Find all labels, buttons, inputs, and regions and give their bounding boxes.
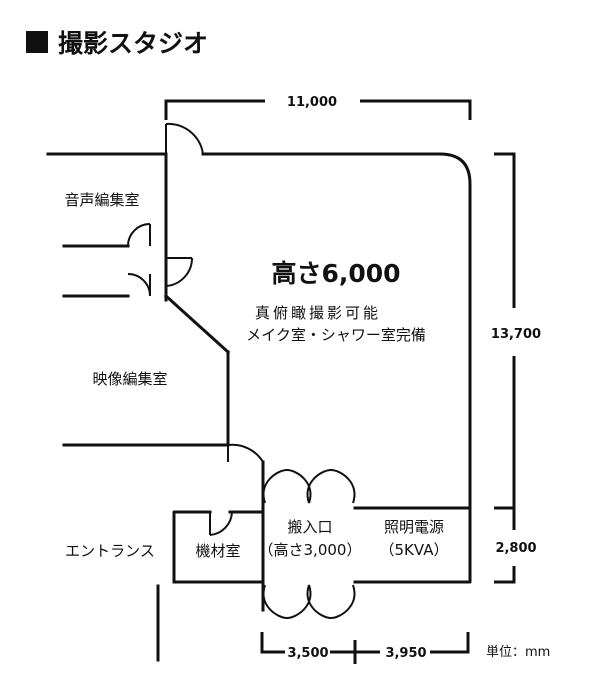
loading-entrance-label: 搬入口 (287, 518, 332, 536)
entrance-label: エントランス (65, 542, 155, 560)
dimension-depth-label: 13,700 (491, 327, 541, 342)
dimension-width: 11,000 (164, 95, 472, 120)
equipment-room-label: 機材室 (195, 542, 240, 560)
studio-walls (46, 152, 472, 612)
equipment-room-walls (172, 510, 265, 584)
loading-doors (262, 468, 356, 620)
studio-height-label: 高さ6,000 (271, 259, 400, 288)
audio-edit-walls (62, 223, 194, 298)
dimension-bottom-right-label: 3,950 (385, 646, 426, 661)
loading-height-label: （高さ3,000） (259, 541, 362, 559)
dimension-bottom: 3,500 3,950 (260, 632, 470, 664)
page-title: 撮影スタジオ (58, 29, 208, 58)
studio-feature-overhead: 真俯瞰撮影可能 (255, 304, 381, 322)
title-square-icon (26, 31, 48, 53)
lighting-capacity-label: （5KVA） (380, 541, 449, 559)
unit-label: 単位：mm (486, 644, 550, 660)
dimension-width-label: 11,000 (287, 95, 337, 110)
dimension-lower: 2,800 (494, 506, 537, 584)
dimension-lower-label: 2,800 (495, 541, 536, 556)
dimension-bottom-left-label: 3,500 (287, 646, 328, 661)
video-edit-room-label: 映像編集室 (92, 370, 167, 388)
dimension-depth: 13,700 (491, 152, 541, 510)
studio-door (165, 122, 204, 155)
studio-feature-facilities: メイク室・シャワー室完備 (246, 326, 426, 344)
audio-edit-room-label: 音声編集室 (64, 191, 139, 209)
lighting-power-label: 照明電源 (384, 518, 444, 536)
video-edit-walls (62, 443, 264, 463)
